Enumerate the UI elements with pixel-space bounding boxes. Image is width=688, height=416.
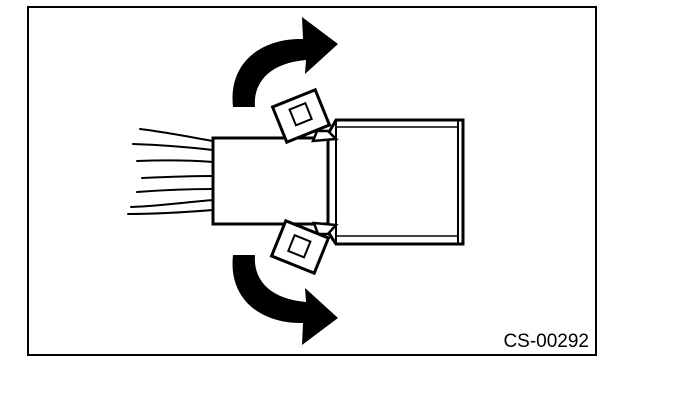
connector-housing xyxy=(211,136,331,226)
wire-bundle xyxy=(127,128,214,215)
reference-code: CS-00292 xyxy=(503,331,589,352)
mating-connector xyxy=(326,118,465,246)
lock-tab-lower xyxy=(269,218,339,276)
lock-tab-upper xyxy=(270,87,339,145)
curved-arrow-lower xyxy=(232,255,338,345)
curved-arrow-upper xyxy=(232,17,338,107)
